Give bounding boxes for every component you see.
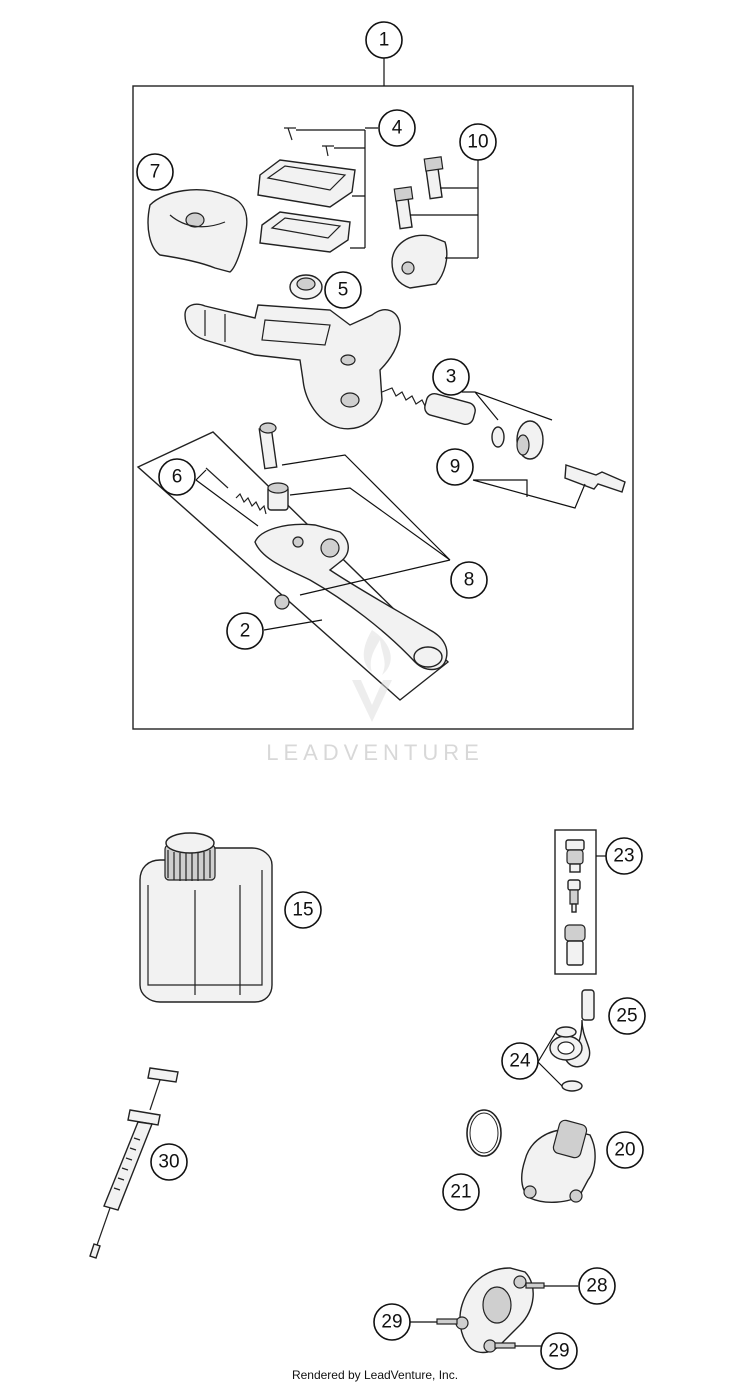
callout-25-label: 25: [616, 1006, 637, 1027]
part-28-screw[interactable]: [525, 1282, 545, 1289]
callout-15[interactable]: 15: [284, 891, 322, 929]
part-cover[interactable]: [455, 1267, 534, 1354]
lever-pivot-bolt[interactable]: [258, 422, 278, 470]
callout-29-right-label: 29: [548, 1341, 569, 1362]
callout-24-label: 24: [509, 1051, 531, 1072]
callout-5-label: 5: [338, 280, 349, 301]
callout-2-label: 2: [240, 621, 251, 642]
leader-4: [296, 127, 378, 249]
leader-2: [263, 619, 323, 631]
callout-21-label: 21: [450, 1182, 471, 1203]
leader-10: [410, 160, 479, 259]
callout-3[interactable]: 3: [432, 358, 470, 396]
callout-3-label: 3: [446, 367, 457, 388]
lever-panel-frame: [136, 431, 450, 701]
callout-29-left-label: 29: [381, 1312, 402, 1333]
master-cylinder-body[interactable]: [184, 303, 401, 430]
part-3-piston[interactable]: [381, 387, 544, 460]
part-20-slave-cylinder[interactable]: [521, 1119, 596, 1203]
part-21-o-ring[interactable]: [466, 1109, 502, 1157]
callout-4-label: 4: [392, 118, 403, 139]
leader-9: [472, 479, 586, 509]
callout-6-label: 6: [172, 467, 183, 488]
callout-23[interactable]: 23: [605, 837, 643, 875]
callout-1-label: 1: [379, 30, 390, 51]
callout-25[interactable]: 25: [608, 997, 646, 1035]
part-7-cover[interactable]: [147, 189, 248, 273]
brake-lever[interactable]: [254, 523, 448, 671]
callout-24[interactable]: 24: [501, 1042, 539, 1080]
leader-24: [537, 1031, 563, 1087]
callout-4[interactable]: 4: [378, 109, 416, 147]
assembly-frame: [132, 85, 634, 730]
callout-28-label: 28: [586, 1276, 607, 1297]
callout-23-label: 23: [613, 846, 634, 867]
part-9-pushrod[interactable]: [564, 464, 626, 493]
callout-29-left[interactable]: 29: [373, 1303, 411, 1341]
part-24-washers[interactable]: [555, 1026, 583, 1092]
callout-7-label: 7: [150, 162, 161, 183]
callout-30-label: 30: [158, 1152, 179, 1173]
leader-8: [281, 454, 451, 596]
lever-bushing[interactable]: [267, 482, 289, 511]
callout-21[interactable]: 21: [442, 1173, 480, 1211]
callout-10-label: 10: [467, 132, 488, 153]
leader-6: [195, 469, 259, 527]
callout-9[interactable]: 9: [436, 448, 474, 486]
callout-8-label: 8: [464, 570, 475, 591]
callout-20[interactable]: 20: [606, 1131, 644, 1169]
part-6-spring[interactable]: [205, 467, 267, 515]
callout-30[interactable]: 30: [150, 1143, 188, 1181]
watermark-logo: [352, 630, 392, 722]
footer-credit: Rendered by LeadVenture, Inc.: [292, 1368, 458, 1382]
callout-9-label: 9: [450, 457, 461, 478]
part-30-syringe[interactable]: [89, 1067, 179, 1259]
part-15-fluid-can[interactable]: [139, 832, 273, 1003]
callout-10[interactable]: 10: [459, 123, 497, 161]
callout-15-label: 15: [292, 900, 313, 921]
callout-2[interactable]: 2: [226, 612, 264, 650]
part-4-reservoir-cap[interactable]: [257, 127, 356, 253]
part-23-kit-frame: [554, 829, 597, 975]
part-10-clamp[interactable]: [391, 156, 448, 289]
callout-20-label: 20: [614, 1140, 635, 1161]
callout-6[interactable]: 6: [158, 458, 196, 496]
callout-29-right[interactable]: 29: [540, 1332, 578, 1370]
callout-5[interactable]: 5: [324, 271, 362, 309]
callout-28[interactable]: 28: [578, 1267, 616, 1305]
callout-1[interactable]: 1: [365, 21, 403, 59]
watermark-text: LEADVENTURE: [266, 740, 484, 765]
part-23-bleed-valve[interactable]: [564, 839, 586, 966]
leader-3: [462, 391, 553, 421]
callout-8[interactable]: 8: [450, 561, 488, 599]
part-5-diaphragm[interactable]: [289, 274, 323, 300]
callout-7[interactable]: 7: [136, 153, 174, 191]
